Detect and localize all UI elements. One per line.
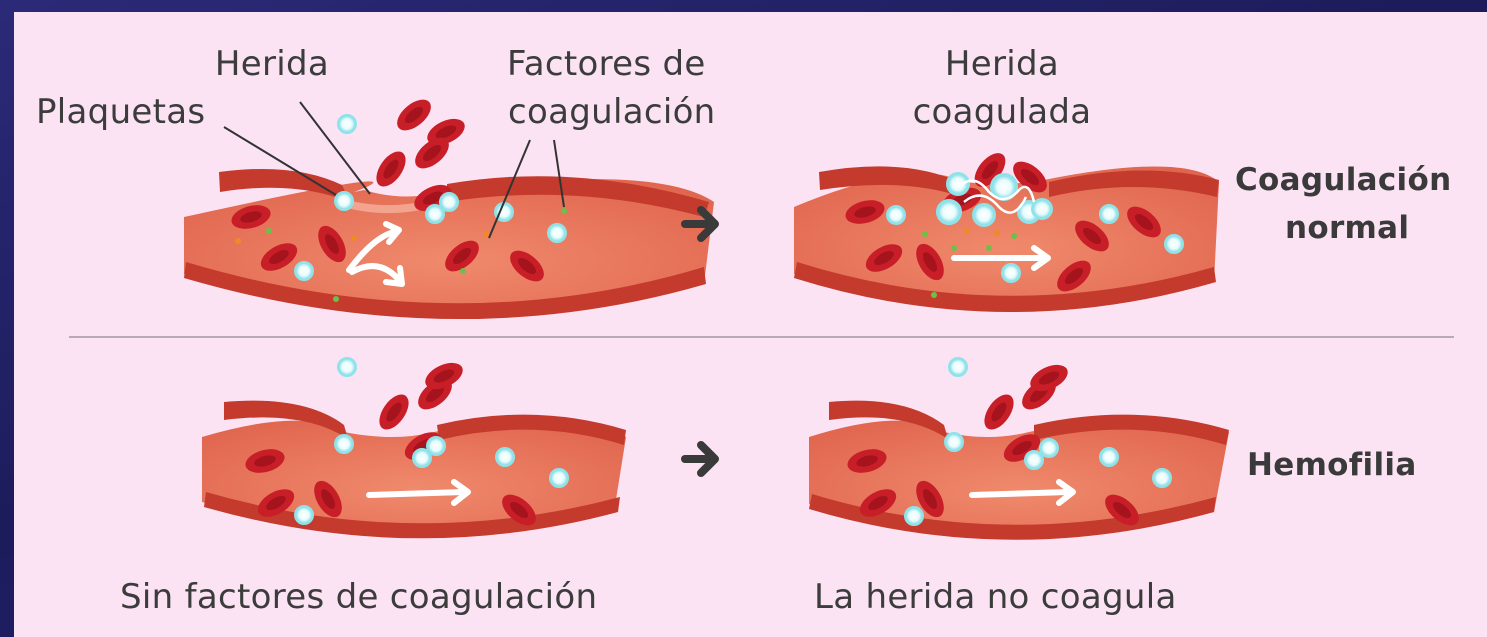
label-factores-line2: coagulación (508, 92, 716, 132)
row-title-normal-line2: normal (1285, 210, 1410, 246)
row-title-hemofilia: Hemofilia (1247, 447, 1417, 483)
vessel-wound-normal (184, 93, 714, 320)
coagulation-diagram (69, 93, 1454, 540)
row-title-normal: Coagulación (1235, 162, 1452, 198)
caption-sin-factores: Sin factores de coagulación (120, 577, 598, 617)
arrow-icon (685, 445, 715, 473)
caption-no-coagula: La herida no coagula (814, 577, 1177, 617)
vessel-hemophilia-no-clot (809, 357, 1229, 540)
vessel-hemophilia-wound (202, 357, 626, 539)
label-factores: Factores de (507, 44, 706, 84)
label-plaquetas: Plaquetas (36, 92, 206, 132)
illustration-panel: Herida Plaquetas Factores de coagulación… (14, 12, 1487, 637)
label-herida-coagulada: Herida (944, 44, 1060, 84)
label-herida-coagulada-line2: coagulada (912, 92, 1092, 132)
vessel-clotted-normal (794, 147, 1219, 313)
clot-platelets (935, 171, 1054, 228)
label-herida: Herida (214, 44, 330, 84)
